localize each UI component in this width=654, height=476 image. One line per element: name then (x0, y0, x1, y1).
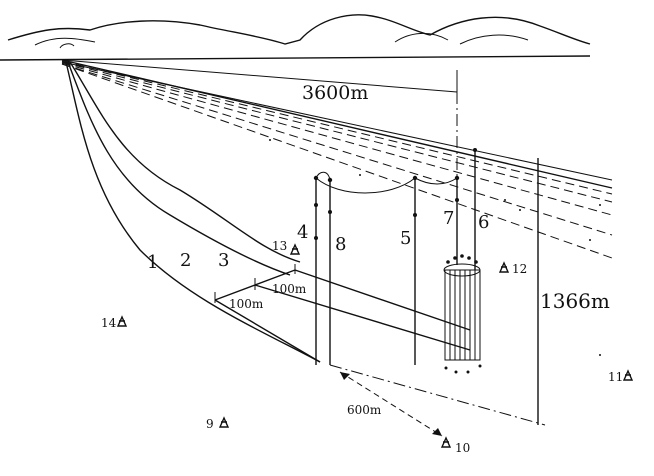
scatter-dots (269, 139, 601, 356)
station-9-label: 9 (206, 417, 214, 431)
sensor-cluster (443, 254, 482, 374)
station-13-label: 13 (272, 239, 287, 253)
cable-curves (65, 61, 321, 363)
sea-surface-lines (61, 59, 613, 259)
mountain-range (0, 14, 591, 61)
distance-3600-label: 3600m (302, 82, 368, 104)
distance-line-3600 (61, 59, 458, 93)
station-11-marker (622, 369, 634, 381)
seafloor-dashdot (329, 364, 546, 426)
spacing-100m-b-label: 100m (272, 282, 307, 296)
station-10-marker (440, 436, 452, 448)
line-5-label: 5 (400, 228, 411, 249)
station-9-marker (218, 416, 230, 428)
station-14-label: 14 (101, 316, 117, 330)
line-7-label: 7 (443, 208, 454, 229)
station-14-marker (116, 315, 128, 327)
line-6-label: 6 (478, 212, 489, 233)
station-11-label: 11 (608, 370, 623, 384)
station-markers (116, 243, 634, 448)
line-4-label: 4 (297, 222, 308, 243)
station-12-marker (498, 261, 510, 273)
station-13-marker (289, 243, 301, 255)
line-1-label: 1 (147, 252, 158, 273)
seafloor-grid (214, 264, 471, 363)
offset-arrow-600m (339, 371, 443, 437)
spacing-100m-a-label: 100m (229, 297, 264, 311)
station-12-label: 12 (512, 262, 527, 276)
line-8-label: 8 (335, 234, 346, 255)
line-2-label: 2 (180, 250, 191, 271)
moorings (313, 148, 539, 425)
offset-600m-label: 600m (347, 403, 382, 417)
station-10-label: 10 (455, 441, 470, 455)
line-3-label: 3 (218, 250, 229, 271)
depth-1366-label: 1366m (540, 289, 610, 313)
